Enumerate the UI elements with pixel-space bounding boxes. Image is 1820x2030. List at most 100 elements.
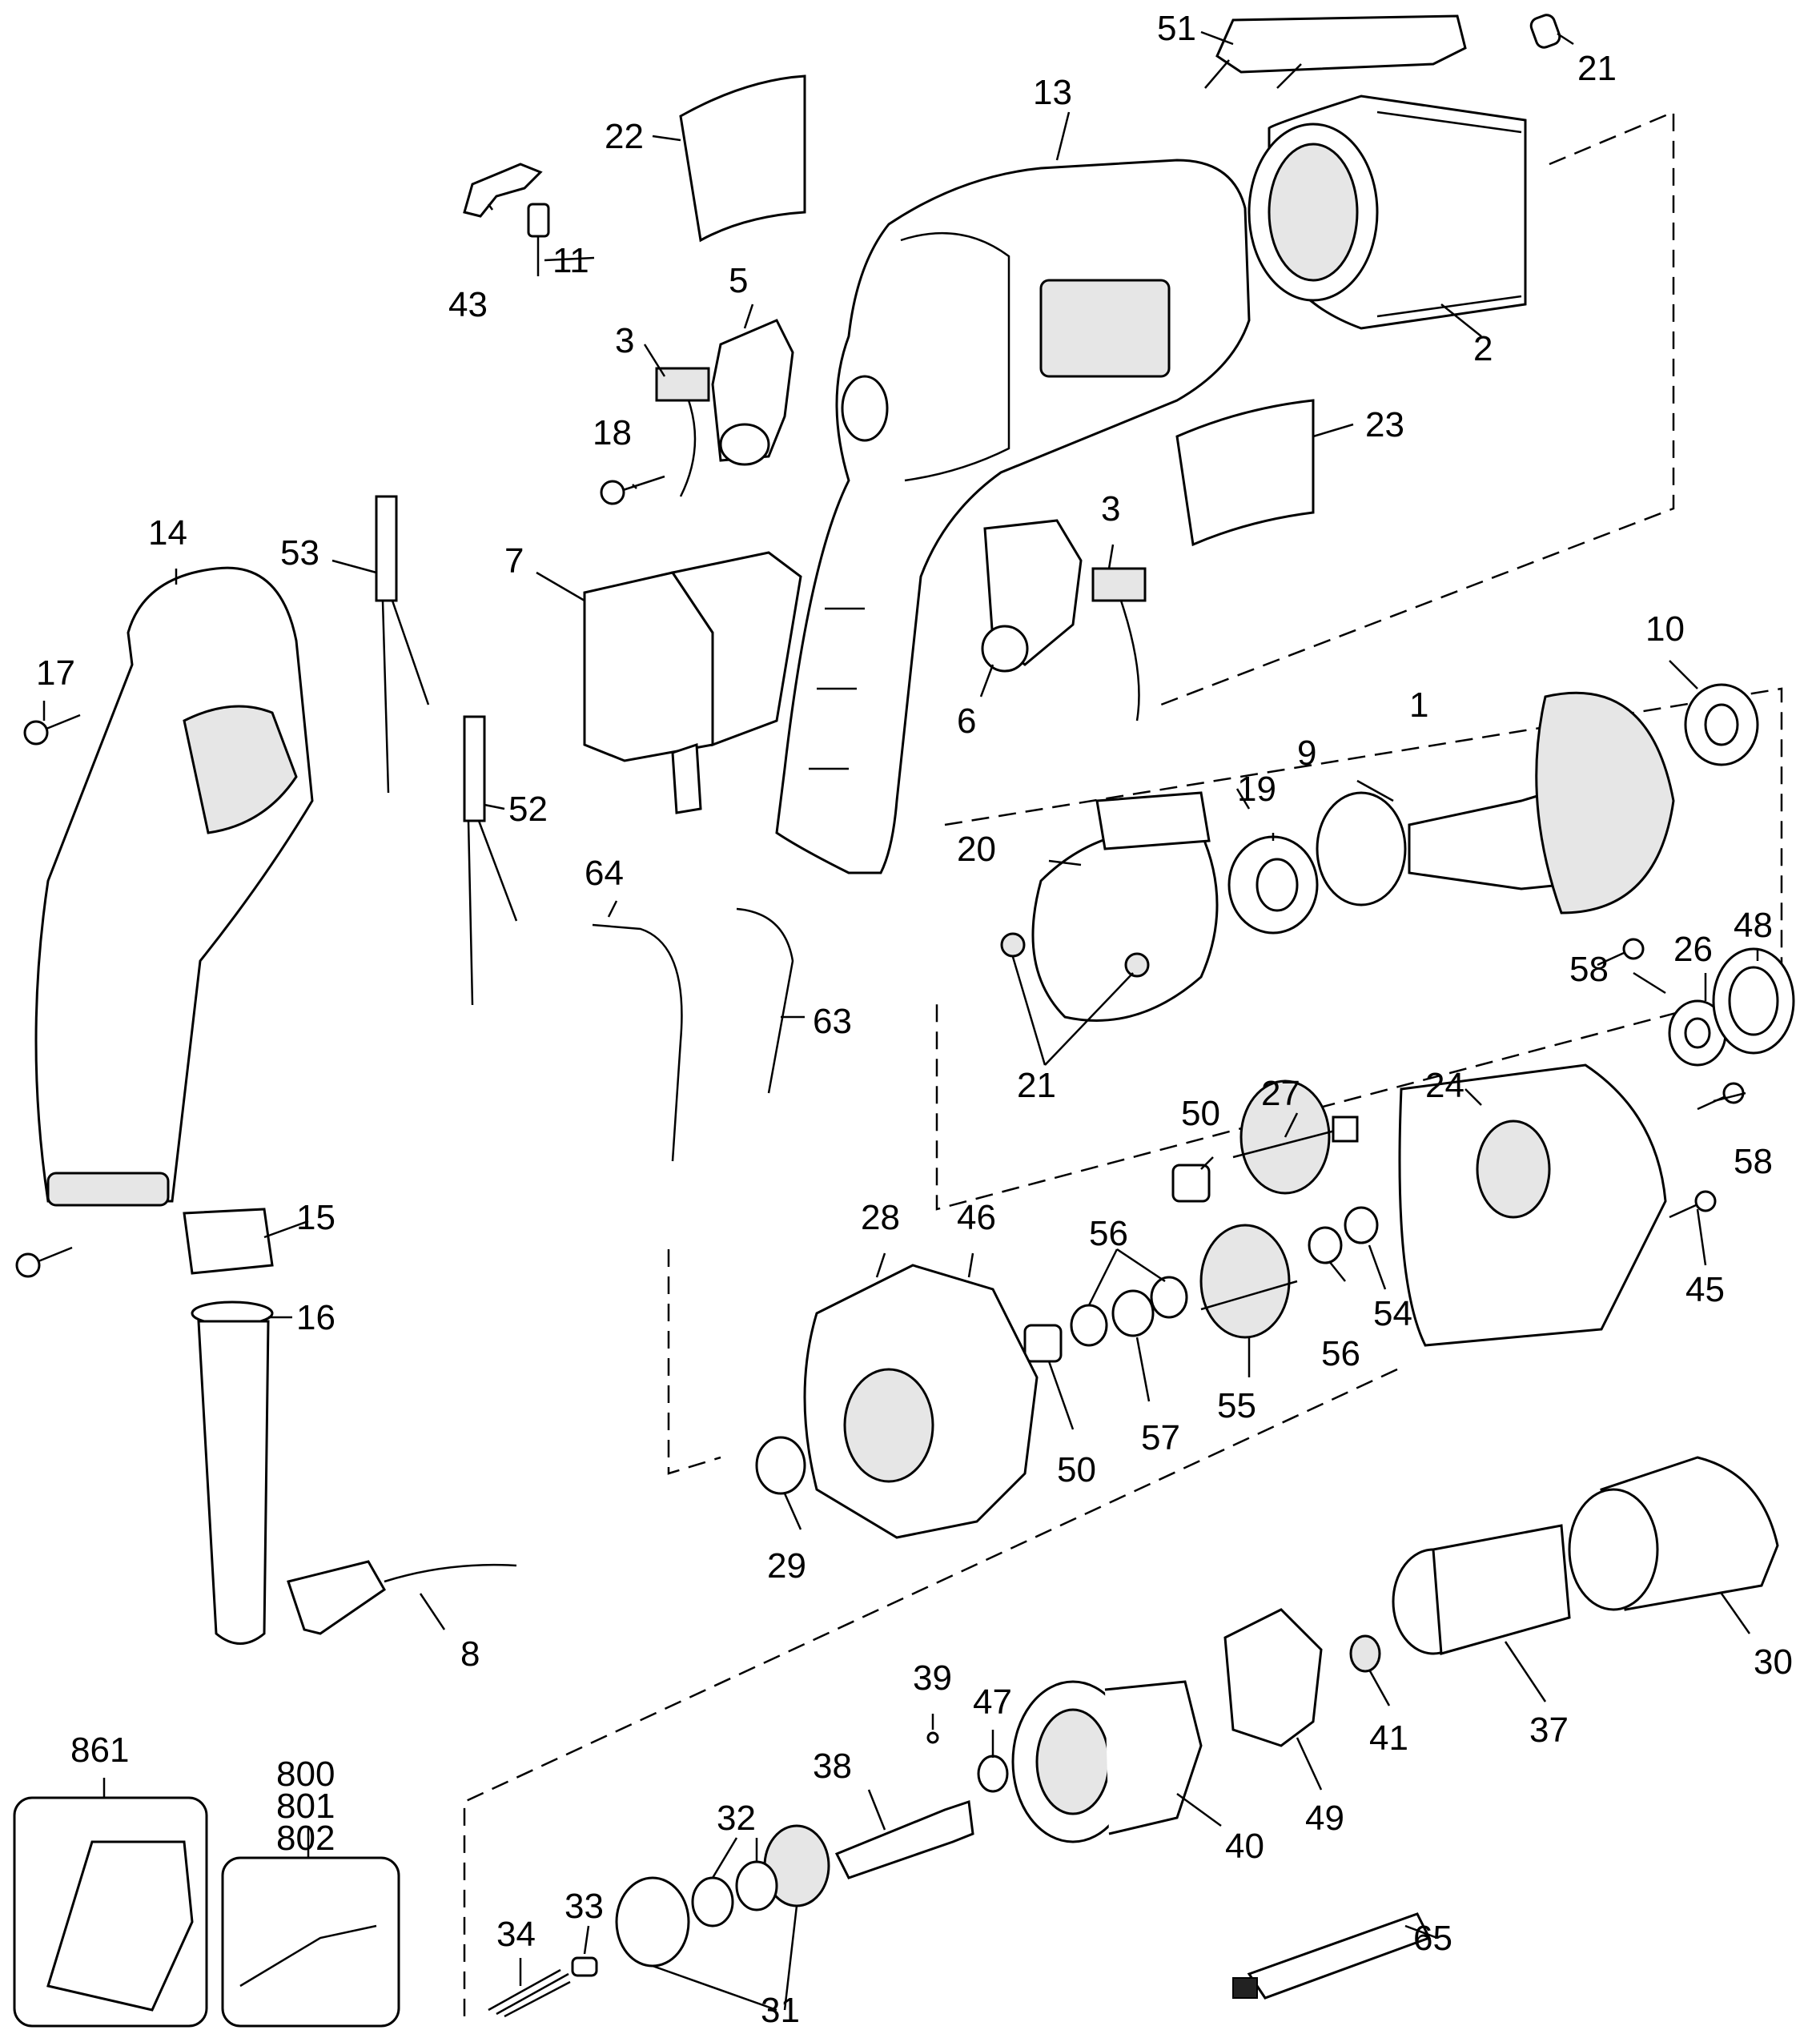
- label-57: 57: [1141, 1418, 1180, 1457]
- part-41-bushing: [1349, 1634, 1381, 1673]
- part-31-32-clutch-rings: [615, 1824, 830, 1968]
- part-56-washer-right: [1308, 1226, 1343, 1264]
- label-31: 31: [761, 1991, 800, 2030]
- part-24-gear-case: [1398, 1063, 1667, 1347]
- label-37: 37: [1529, 1710, 1569, 1750]
- label-15: 15: [296, 1198, 335, 1237]
- label-54: 54: [1373, 1294, 1412, 1333]
- part-57-retainer: [1111, 1289, 1155, 1337]
- label-39: 39: [913, 1658, 952, 1698]
- label-43: 43: [448, 285, 488, 324]
- label-47: 47: [973, 1682, 1012, 1722]
- label-34: 34: [496, 1915, 536, 1954]
- label-8: 8: [460, 1634, 480, 1674]
- label-23: 23: [1365, 405, 1404, 444]
- label-45: 45: [1685, 1270, 1725, 1309]
- label-49: 49: [1305, 1799, 1344, 1838]
- part-37-sleeve: [1392, 1524, 1571, 1655]
- part-20-baffle: [1000, 791, 1219, 1022]
- part-40-housing: [1011, 1680, 1203, 1843]
- part-45-screw: [1669, 1190, 1717, 1219]
- label-26: 26: [1673, 930, 1713, 969]
- part-21-pin-top: [1529, 14, 1561, 49]
- label-861: 861: [70, 1731, 129, 1770]
- label-24: 24: [1425, 1066, 1464, 1105]
- part-39-ball: [926, 1731, 939, 1744]
- part-26-bearing: [1668, 999, 1727, 1067]
- label-38: 38: [813, 1747, 852, 1786]
- part-48-washer: [1712, 947, 1795, 1055]
- part-47-pin: [977, 1755, 1009, 1793]
- label-1: 1: [1409, 685, 1428, 725]
- part-800-802-kit: [221, 1856, 400, 2028]
- part-28-46-gear-plate: [803, 1264, 1039, 1539]
- label-56-top: 56: [1089, 1214, 1128, 1253]
- part-861-case: [13, 1796, 208, 2028]
- part-55-gear: [1199, 1224, 1298, 1339]
- part-3-brush-right: [1091, 567, 1147, 722]
- label-27: 27: [1261, 1074, 1300, 1113]
- part-43-clip: [463, 163, 543, 218]
- label-11: 11: [552, 241, 589, 280]
- part-11-terminal: [527, 203, 550, 276]
- part-5-brush-holder: [711, 319, 794, 466]
- label-9: 9: [1297, 734, 1316, 773]
- label-21-bottom: 21: [1017, 1066, 1056, 1105]
- label-17: 17: [36, 653, 75, 693]
- label-29: 29: [767, 1546, 806, 1586]
- part-52-wire: [463, 715, 518, 1006]
- label-40: 40: [1225, 1827, 1264, 1866]
- part-labels: 13 51 21 22 2 23 43 11 5 3 18 3 6 7 53 5…: [36, 9, 1793, 2030]
- label-3-right: 3: [1101, 489, 1120, 529]
- label-56-bottom: 56: [1321, 1334, 1360, 1373]
- part-23-magnet: [1175, 399, 1315, 547]
- label-33: 33: [564, 1887, 604, 1926]
- label-63: 63: [813, 1002, 852, 1041]
- label-14: 14: [148, 513, 187, 553]
- label-30: 30: [1754, 1642, 1793, 1682]
- label-6: 6: [957, 701, 976, 741]
- label-64: 64: [585, 854, 624, 893]
- part-53-wire: [375, 495, 430, 794]
- part-17-screw: [23, 714, 81, 746]
- label-65: 65: [1413, 1919, 1452, 1958]
- part-1-armature: [1316, 691, 1675, 915]
- label-5: 5: [729, 261, 748, 300]
- label-53: 53: [280, 533, 319, 573]
- label-3-left: 3: [615, 321, 634, 360]
- part-64-wire: [592, 923, 683, 1162]
- label-58-bottom: 58: [1734, 1142, 1773, 1181]
- part-51-cover: [1204, 14, 1467, 89]
- label-802: 802: [276, 1819, 335, 1858]
- label-50-top: 50: [1181, 1094, 1220, 1133]
- part-14-handle: [34, 566, 314, 1207]
- label-2: 2: [1473, 329, 1493, 368]
- label-50-bottom: 50: [1057, 1450, 1096, 1489]
- label-7: 7: [504, 541, 524, 581]
- label-16: 16: [296, 1298, 335, 1337]
- part-29-washer: [755, 1436, 806, 1495]
- label-48: 48: [1734, 906, 1773, 945]
- part-58-screw-a: [1597, 938, 1645, 967]
- label-46: 46: [957, 1198, 996, 1237]
- label-13: 13: [1033, 73, 1072, 112]
- leader-lines: [42, 30, 1759, 2012]
- part-50-bushing-bottom: [1023, 1324, 1063, 1363]
- part-18-screw: [600, 475, 665, 505]
- part-19-bearing: [1227, 835, 1319, 935]
- label-800: 800: [276, 1755, 335, 1794]
- part-30-nose-cone: [1568, 1456, 1779, 1611]
- part-3-brush-left: [655, 367, 710, 497]
- part-34-spring: [488, 1968, 571, 2018]
- part-15-clamp: [183, 1208, 274, 1275]
- part-10-bearing: [1684, 683, 1759, 766]
- part-33-pin: [571, 1956, 598, 1977]
- part-56-washers-left: [1070, 1276, 1188, 1347]
- part-65-bit: [1232, 1912, 1432, 2000]
- part-6-brush-holder: [981, 519, 1083, 673]
- label-52: 52: [508, 790, 548, 829]
- handle-screw: [15, 1246, 73, 1278]
- label-41: 41: [1369, 1718, 1408, 1758]
- part-49-clutch: [1223, 1608, 1323, 1747]
